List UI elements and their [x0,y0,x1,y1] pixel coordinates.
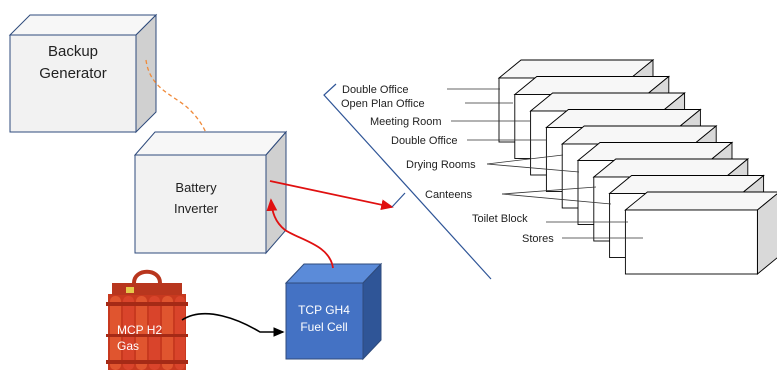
inverter-to-cabins-arrow [269,180,394,211]
h2-cylinder-pack-image: MCP H2 Gas [106,269,188,370]
cabin-stack [497,59,777,275]
h2-gas-label-line2: Gas [117,339,139,353]
leader-line [486,163,580,173]
battery-inverter-label-line1: Battery [175,180,217,195]
backup-generator-box: Backup Generator [8,13,158,134]
bracket-tick [391,192,406,208]
backup-generator-label-line1: Backup [48,43,98,60]
cabin-label-stores: Stores [522,233,554,245]
cabin-label-double-office-2: Double Office [391,135,457,147]
cabin-label-group: Double Office Open Plan Office Meeting R… [341,84,643,245]
leader-line [501,186,597,195]
h2-gas-label-line1: MCP H2 [117,323,162,337]
fuel-cell-box: TCP GH4 Fuel Cell [284,262,383,361]
cabin-label-meeting-room: Meeting Room [370,116,442,128]
fuel-cell-label-line1: TCP GH4 [298,303,350,317]
cabin-label-open-plan-office: Open Plan Office [341,98,425,110]
cabin-group-bracket [323,83,492,280]
gas-feed-arrow [181,312,285,337]
fuel-cell-label-line2: Fuel Cell [300,320,347,334]
leader-line [501,193,612,205]
backup-generator-label-line2: Generator [39,65,107,82]
battery-inverter-box: Battery Inverter [133,130,288,255]
fuel-cell-to-inverter-arrow [266,198,334,269]
cabin-label-toilet-block: Toilet Block [472,213,528,225]
cabin-unit [624,191,777,275]
cabin-label-drying-rooms: Drying Rooms [406,159,476,171]
leader-line [486,154,564,165]
cabin-label-double-office-1: Double Office [342,84,408,96]
battery-inverter-label-line2: Inverter [174,201,219,216]
cabin-label-canteens: Canteens [425,189,473,201]
